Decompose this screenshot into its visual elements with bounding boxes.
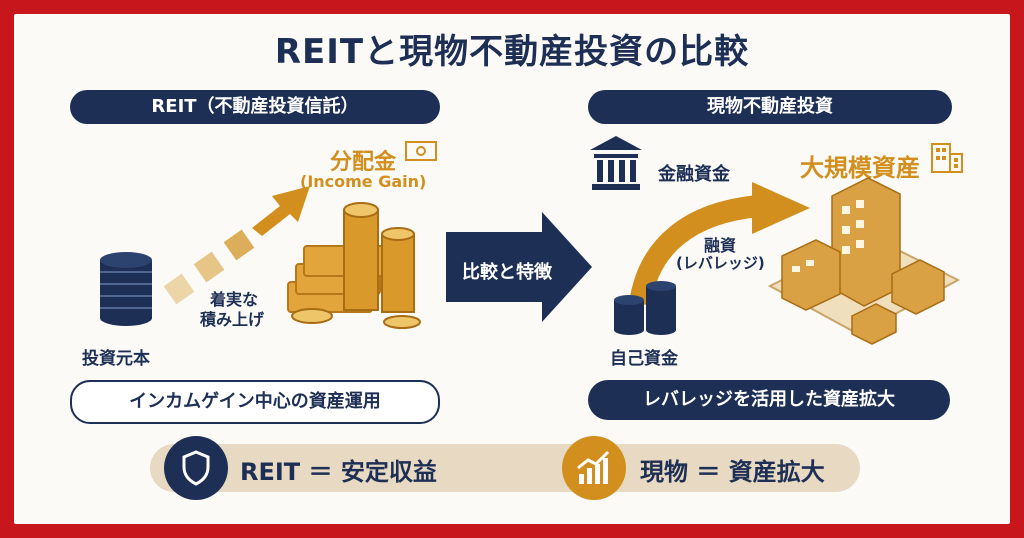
leverage-label-line2: (レバレッジ) xyxy=(676,254,765,272)
leverage-arrow xyxy=(629,182,810,306)
large-asset-label: 大規模資産 xyxy=(800,154,920,182)
coin-stack-icon xyxy=(100,252,152,326)
dividend-sub-label: (Income Gain) xyxy=(300,172,427,191)
bank-icon xyxy=(590,136,642,190)
money-icon xyxy=(287,202,421,329)
leverage-label-line1: 融資 xyxy=(704,236,737,255)
steady-label-line1: 着実な xyxy=(210,290,259,309)
principal-label: 投資元本 xyxy=(82,349,150,369)
comparison-arrow xyxy=(446,212,592,322)
finance-label: 金融資金 xyxy=(658,164,730,185)
real-conclusion: 現物 ＝ 資産拡大 xyxy=(640,458,825,486)
own-funds-coins xyxy=(614,281,676,335)
dividend-label: 分配金 xyxy=(330,150,397,175)
steady-label-line2: 積み上げ xyxy=(200,310,265,329)
banknote-icon xyxy=(405,141,437,161)
comparison-label: 比較と特徴 xyxy=(462,262,552,283)
reit-header: REIT（不動産投資信託） xyxy=(70,90,440,124)
page-title: REITと現物不動産投資の比較 xyxy=(274,32,750,72)
real-estate-header: 現物不動産投資 xyxy=(588,90,952,124)
reit-conclusion: REIT ＝ 安定収益 xyxy=(240,458,437,486)
building-icon xyxy=(931,143,963,173)
real-estate-summary: レバレッジを活用した資産拡大 xyxy=(588,380,950,420)
own-funds-label: 自己資金 xyxy=(610,349,678,369)
conclusion-bar xyxy=(150,444,860,492)
growth-arrow xyxy=(163,186,310,305)
reit-summary: インカムゲイン中心の資産運用 xyxy=(70,380,440,424)
shield-icon xyxy=(164,436,228,500)
growth-chart-icon xyxy=(562,436,626,500)
city-block-icon xyxy=(767,177,961,345)
